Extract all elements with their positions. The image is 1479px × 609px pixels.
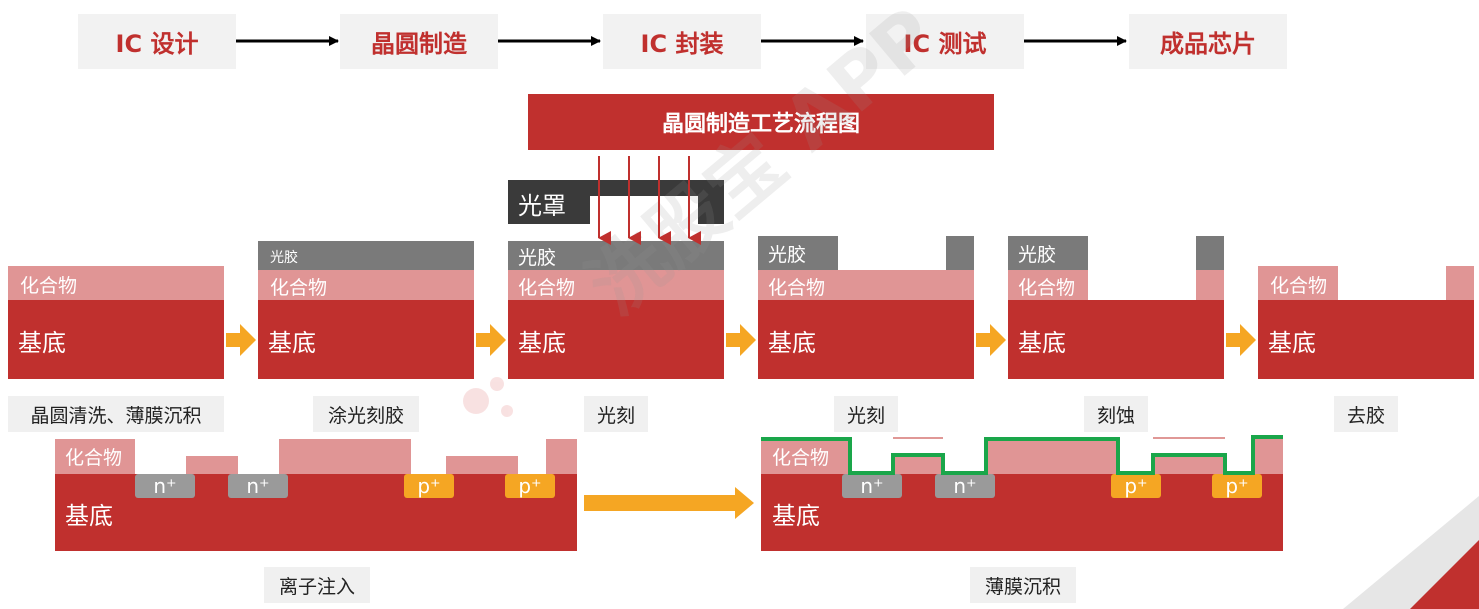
caption-lithography: 光刻: [834, 396, 898, 432]
p-plus-region: p⁺: [1212, 474, 1262, 498]
compound-block: [546, 439, 577, 474]
compound-block: [55, 439, 135, 474]
compound-layer: [758, 270, 974, 300]
compound-label: 化合物: [518, 277, 576, 299]
n-plus-region: n⁺: [842, 474, 902, 498]
substrate-layer: [258, 300, 474, 379]
n-plus-region: n⁺: [228, 474, 288, 498]
compound-label: 化合物: [1018, 277, 1076, 299]
corner-decoration-accent: [1410, 540, 1479, 609]
substrate-label: 基底: [768, 329, 816, 357]
caption-coat-photoresist: 涂光刻胶: [313, 396, 419, 432]
photoresist-block: [946, 236, 974, 270]
compound-block: [1253, 439, 1283, 474]
substrate-label: 基底: [518, 329, 566, 357]
photoresist-layer: [258, 241, 474, 270]
caption-clean-deposition: 晶圆清洗、薄膜沉积: [8, 396, 224, 432]
diagram-title: 晶圆制造工艺流程图: [528, 94, 994, 150]
n-plus-label: n⁺: [953, 474, 977, 498]
photoresist-block: [1008, 236, 1088, 270]
compound-label: 化合物: [270, 277, 328, 299]
compound-label: 化合物: [1270, 275, 1328, 297]
step-label: 成品芯片: [1160, 30, 1256, 58]
photoresist-label: 光胶: [518, 247, 557, 269]
n-plus-label: n⁺: [860, 474, 884, 498]
compound-label: 化合物: [768, 277, 826, 299]
p-plus-region: p⁺: [404, 474, 454, 498]
caption-strip-photoresist: 去胶: [1334, 396, 1398, 432]
stage-arrow-icon: [226, 324, 1256, 356]
compound-layer: [258, 270, 474, 300]
photomask-window: [590, 196, 698, 224]
photoresist-label: 光胶: [768, 244, 807, 266]
step-wafer-manufacturing: 晶圆制造: [340, 14, 498, 69]
step-ic-design: IC 设计: [78, 14, 236, 69]
compound-block: [1008, 270, 1088, 300]
compound-block: [761, 439, 850, 474]
caption-lithography: 光刻: [584, 396, 648, 432]
substrate-label: 基底: [268, 329, 316, 357]
p-plus-label: p⁺: [417, 474, 441, 498]
step-ic-testing: IC 测试: [866, 14, 1024, 69]
step-label: IC 封装: [640, 30, 724, 58]
step-label: 晶圆制造: [371, 30, 467, 58]
light-ray-icon: [598, 156, 701, 245]
substrate-label: 基底: [772, 502, 820, 530]
substrate-label: 基底: [1018, 329, 1066, 357]
compound-layer: [508, 270, 724, 300]
substrate-label: 基底: [18, 329, 66, 357]
p-plus-label: p⁺: [518, 474, 542, 498]
caption-ion-implantation: 离子注入: [264, 567, 370, 603]
compound-block: [1258, 266, 1338, 300]
caption-etching: 刻蚀: [1084, 396, 1148, 432]
compound-block: [1153, 456, 1225, 474]
compound-block: [1446, 266, 1474, 300]
p-plus-label: p⁺: [1124, 474, 1148, 498]
photoresist-block: [758, 236, 838, 270]
substrate-layer: [508, 300, 724, 379]
photoresist-label: 光胶: [1018, 244, 1057, 266]
diagram-title-text: 晶圆制造工艺流程图: [661, 112, 860, 137]
step-label: IC 设计: [115, 30, 199, 58]
photoresist-layer: [508, 241, 724, 270]
caption-thin-film-deposition: 薄膜沉积: [970, 567, 1076, 603]
big-stage-arrow-icon: [584, 487, 754, 519]
compound-block: [1196, 270, 1224, 300]
photoresist-block: [1196, 236, 1224, 270]
n-plus-region: n⁺: [135, 474, 195, 498]
step-finished-chip: 成品芯片: [1129, 14, 1287, 69]
substrate-layer: [1008, 300, 1224, 379]
compound-layer: [8, 266, 224, 300]
compound-block: [986, 439, 1118, 474]
photomask-label: 光罩: [518, 192, 566, 220]
compound-label: 化合物: [20, 275, 78, 297]
compound-label: 化合物: [65, 447, 123, 469]
compound-block: [186, 456, 238, 474]
n-plus-label: n⁺: [153, 474, 177, 498]
n-plus-region: n⁺: [935, 474, 995, 498]
substrate-layer: [758, 300, 974, 379]
photoresist-label: 光胶: [270, 250, 298, 266]
p-plus-region: p⁺: [1111, 474, 1161, 498]
deposited-film-line: [761, 435, 1283, 475]
p-plus-region: p⁺: [505, 474, 555, 498]
watermark-logo-icon: [463, 377, 513, 417]
compound-block: [279, 439, 411, 474]
substrate-label: 基底: [1268, 329, 1316, 357]
substrate-label: 基底: [65, 502, 113, 530]
step-ic-packaging: IC 封装: [603, 14, 761, 69]
n-plus-label: n⁺: [246, 474, 270, 498]
compound-block: [893, 456, 943, 474]
p-plus-label: p⁺: [1225, 474, 1249, 498]
step-label: IC 测试: [903, 30, 987, 58]
compound-label: 化合物: [772, 447, 830, 469]
substrate-layer: [8, 300, 224, 379]
substrate-layer: [1258, 300, 1474, 379]
compound-block: [446, 456, 518, 474]
